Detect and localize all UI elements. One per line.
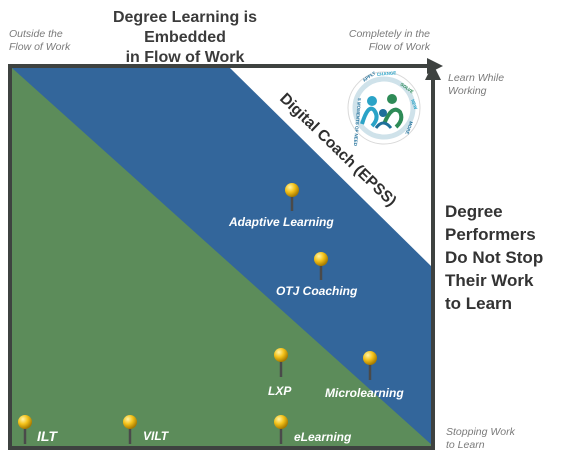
corner-top-right-line-1: Completely in the	[348, 28, 430, 40]
logo-arc-change: CHANGE	[377, 70, 397, 77]
right-arrow-icon	[427, 58, 443, 74]
title-line-1: Degree Learning is Embedded	[112, 9, 258, 46]
side-statement-line-5: to Learn	[445, 294, 513, 313]
side-statement-line-1: Degree	[445, 202, 503, 221]
page-title: Degree Learning is Embedded in Flow of W…	[70, 8, 300, 68]
corner-right-top: Learn While Working	[448, 72, 504, 98]
pin-lxp-icon	[274, 348, 288, 377]
label-lxp: LXP	[268, 384, 292, 398]
side-statement: Degree Performers Do Not Stop Their Work…	[445, 200, 580, 315]
pin-microlearning-icon	[363, 351, 377, 380]
five-moments-logo-icon	[347, 71, 421, 145]
label-otj-coaching: OTJ Coaching	[276, 284, 358, 298]
title-line-2: in Flow of Work	[125, 49, 245, 66]
corner-top-left: Outside the Flow of Work	[9, 28, 70, 54]
pin-ilt-icon	[18, 415, 32, 444]
corner-right-bottom-line-2: to Learn	[446, 439, 485, 451]
up-arrow-icon	[425, 64, 441, 80]
label-microlearning: Microlearning	[325, 386, 404, 400]
stopping-work-region	[12, 68, 433, 446]
pin-elearning-icon	[274, 415, 288, 444]
corner-top-left-line-2: Flow of Work	[9, 41, 71, 53]
label-ilt: ILT	[37, 428, 57, 444]
logo-arc-new: NEW	[410, 99, 419, 111]
corner-top-right: Completely in the Flow of Work	[320, 28, 430, 54]
logo-arc-moments: 5 MOMENTS OF NEED	[353, 98, 362, 147]
pin-adaptive-icon	[285, 183, 299, 211]
label-adaptive-learning: Adaptive Learning	[229, 215, 334, 229]
corner-right-top-line-2: Working	[448, 85, 487, 97]
corner-top-left-line-1: Outside the	[9, 28, 63, 40]
side-statement-line-4: Their Work	[445, 271, 534, 290]
logo-arc-more: MORE	[404, 121, 413, 135]
pin-otj-icon	[314, 252, 328, 280]
label-vilt: VILT	[143, 429, 169, 443]
label-elearning: eLearning	[294, 430, 352, 444]
corner-right-bottom: Stopping Work to Learn	[446, 426, 515, 452]
side-statement-line-2: Performers	[445, 225, 536, 244]
side-statement-line-3: Do Not Stop	[445, 248, 544, 267]
corner-right-top-line-1: Learn While	[448, 72, 505, 84]
corner-top-right-line-2: Flow of Work	[368, 41, 430, 53]
corner-right-bottom-line-1: Stopping Work	[446, 426, 515, 438]
pin-vilt-icon	[123, 415, 137, 444]
